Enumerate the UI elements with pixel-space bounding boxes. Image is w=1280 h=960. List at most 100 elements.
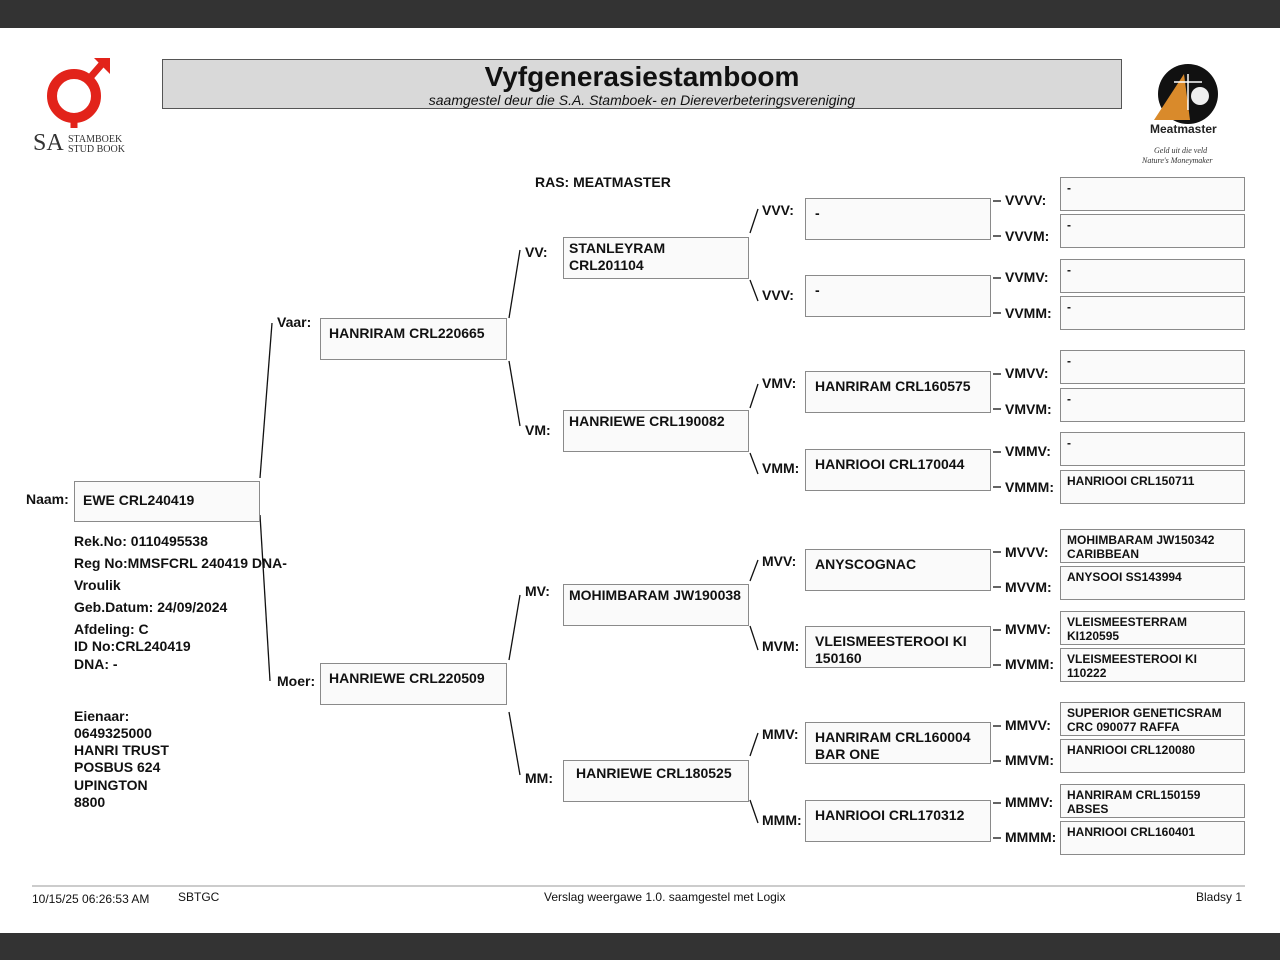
studbook-emblem-icon — [47, 58, 110, 128]
mvmm-box: VLEISMEESTEROOI KI 110222 — [1060, 648, 1245, 682]
mvvv-label: MVVV: — [1005, 544, 1049, 560]
vvv-box: - — [805, 198, 991, 240]
vvmv-box: - — [1060, 259, 1245, 293]
owner-town: UPINGTON — [74, 777, 148, 793]
vm-label: VM: — [525, 422, 551, 438]
mvm-box: VLEISMEESTEROOI KI 150160 — [805, 626, 991, 668]
connector-vvv — [749, 208, 759, 234]
footer-code: SBTGC — [178, 890, 220, 904]
vvm-box: - — [805, 275, 991, 317]
vmvv-box: - — [1060, 350, 1245, 384]
vmvm-box: - — [1060, 388, 1245, 422]
mvm-label: MVM: — [762, 638, 800, 654]
meatmaster-emblem-icon — [1154, 64, 1218, 124]
reg-no: Reg No:MMSFCRL 240419 DNA- — [74, 555, 287, 571]
connector-mv — [508, 594, 521, 661]
sire-label: Vaar: — [277, 314, 312, 330]
page-subtitle: saamgestel deur die S.A. Stamboek- en Di… — [428, 92, 856, 108]
vvvv-box: - — [1060, 177, 1245, 211]
mmvm-box: HANRIOOI CRL120080 — [1060, 739, 1245, 773]
mmmv-label: MMMV: — [1005, 794, 1054, 810]
id-no: ID No:CRL240419 — [74, 638, 191, 654]
connector-mmv — [749, 732, 759, 757]
connector-vvm — [749, 279, 759, 302]
mvvv-box: MOHIMBARAM JW150342 CARIBBEAN — [1060, 529, 1245, 563]
meatmaster-slogan-1: Geld uit die veld — [1154, 146, 1208, 155]
afdeling: Afdeling: C — [74, 621, 149, 637]
vvmv-label: VVMV: — [1005, 269, 1049, 285]
vmv-label: VMV: — [762, 375, 797, 391]
page-title: Vyfgenerasiestamboom — [484, 61, 800, 92]
vvvm-label: VVVM: — [1005, 228, 1050, 244]
connector-moer — [259, 514, 271, 682]
vmvv-label: VMVV: — [1005, 365, 1049, 381]
mv-label: MV: — [525, 583, 550, 599]
footer-timestamp: 10/15/25 06:26:53 AM — [32, 892, 150, 906]
vv-box: STANLEYRAM CRL201104 — [563, 237, 749, 279]
connector-vm — [508, 360, 521, 427]
vvv-label: VVV: — [762, 202, 794, 218]
mvvm-label: MVVM: — [1005, 579, 1052, 595]
dam-box: HANRIEWE CRL220509 — [320, 663, 507, 705]
sire-box: HANRIRAM CRL220665 — [320, 318, 507, 360]
footer-page-number: Bladsy 1 — [1196, 890, 1243, 904]
owner-label: Eienaar: — [74, 708, 130, 724]
vmmv-box: - — [1060, 432, 1245, 466]
vm-box: HANRIEWE CRL190082 — [563, 410, 749, 452]
meatmaster-logo: Meatmaster Geld uit die veld Nature's Mo… — [1138, 58, 1228, 168]
mv-box: MOHIMBARAM JW190038 — [563, 584, 749, 626]
owner-number: 0649325000 — [74, 725, 152, 741]
mvvm-box: ANYSOOI SS143994 — [1060, 566, 1245, 600]
meatmaster-name: Meatmaster — [1150, 122, 1217, 136]
meatmaster-slogan-2: Nature's Moneymaker — [1142, 156, 1213, 165]
mm-box: HANRIEWE CRL180525 — [563, 760, 749, 802]
mmm-box: HANRIOOI CRL170312 — [805, 800, 991, 842]
breed-label: RAS: MEATMASTER — [535, 174, 671, 190]
logo-stamboek-text: STAMBOEK — [68, 134, 123, 145]
connector-mm — [508, 711, 521, 776]
connector-vaar — [259, 322, 273, 479]
birth-date: Geb.Datum: 24/09/2024 — [74, 599, 228, 615]
mvmv-label: MVMV: — [1005, 621, 1051, 637]
owner-address: POSBUS 624 — [74, 759, 161, 775]
vvmm-box: - — [1060, 296, 1245, 330]
vmvm-label: VMVM: — [1005, 401, 1052, 417]
logo-sa-text: SA — [33, 130, 64, 156]
footer-report: Verslag weergawe 1.0. saamgestel met Log… — [544, 890, 786, 904]
vv-label: VV: — [525, 244, 548, 260]
mmmv-box: HANRIRAM CRL150159 ABSES — [1060, 784, 1245, 818]
bottom-bar — [0, 933, 1280, 960]
pedigree-connectors — [32, 200, 1245, 887]
sa-studbook-logo: SA STAMBOEK STUD BOOK — [30, 56, 135, 156]
vmm-box: HANRIOOI CRL170044 — [805, 449, 991, 491]
top-bar — [0, 0, 1280, 28]
mvv-box: ANYSCOGNAC — [805, 549, 991, 591]
mmv-label: MMV: — [762, 726, 799, 742]
vvvv-label: VVVV: — [1005, 192, 1047, 208]
mmmm-box: HANRIOOI CRL160401 — [1060, 821, 1245, 855]
name-label: Naam: — [26, 491, 69, 507]
mvv-label: MVV: — [762, 553, 797, 569]
vmm-label: VMM: — [762, 460, 800, 476]
vvm-label: VVV: — [762, 287, 794, 303]
connector-vmm — [749, 452, 759, 475]
owner-code: 8800 — [74, 794, 106, 810]
vmmm-label: VMMM: — [1005, 479, 1054, 495]
connector-vv — [508, 249, 521, 319]
pedigree-page: SA STAMBOEK STUD BOOK Vyfgenerasiestambo… — [0, 28, 1280, 933]
rek-no: Rek.No: 0110495538 — [74, 533, 208, 549]
mmvm-label: MMVM: — [1005, 752, 1054, 768]
dam-label: Moer: — [277, 673, 316, 689]
vvmm-label: VVMM: — [1005, 305, 1052, 321]
animal-name-box: EWE CRL240419 — [74, 481, 260, 522]
dna: DNA: - — [74, 656, 118, 672]
mmm-label: MMM: — [762, 812, 802, 828]
owner-name: HANRI TRUST — [74, 742, 169, 758]
mvmv-box: VLEISMEESTERRAM KI120595 — [1060, 611, 1245, 645]
connector-vmv — [749, 383, 759, 409]
connector-mvv — [749, 559, 759, 582]
vvvm-box: - — [1060, 214, 1245, 248]
vmv-box: HANRIRAM CRL160575 — [805, 371, 991, 413]
title-box: Vyfgenerasiestamboom saamgestel deur die… — [162, 59, 1122, 109]
connector-mvm — [749, 625, 759, 651]
